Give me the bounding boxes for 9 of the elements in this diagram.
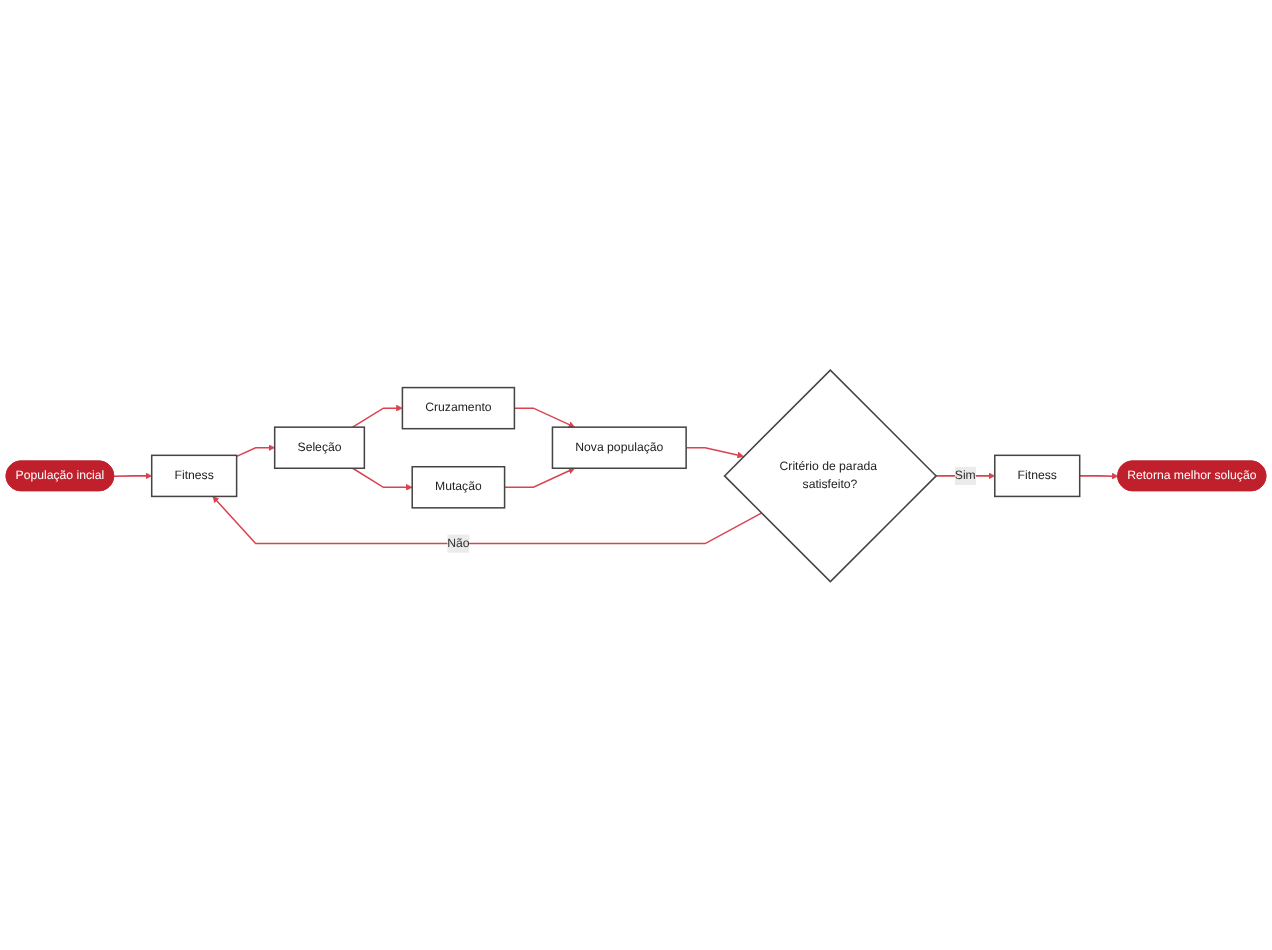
arrow (212, 495, 763, 544)
arrow (351, 403, 403, 428)
arrow (503, 466, 575, 488)
arrow (1078, 471, 1119, 479)
arrow (113, 471, 152, 479)
arrow (513, 406, 575, 427)
arrow (351, 466, 413, 490)
arrow (235, 443, 275, 457)
arrow (685, 446, 744, 458)
